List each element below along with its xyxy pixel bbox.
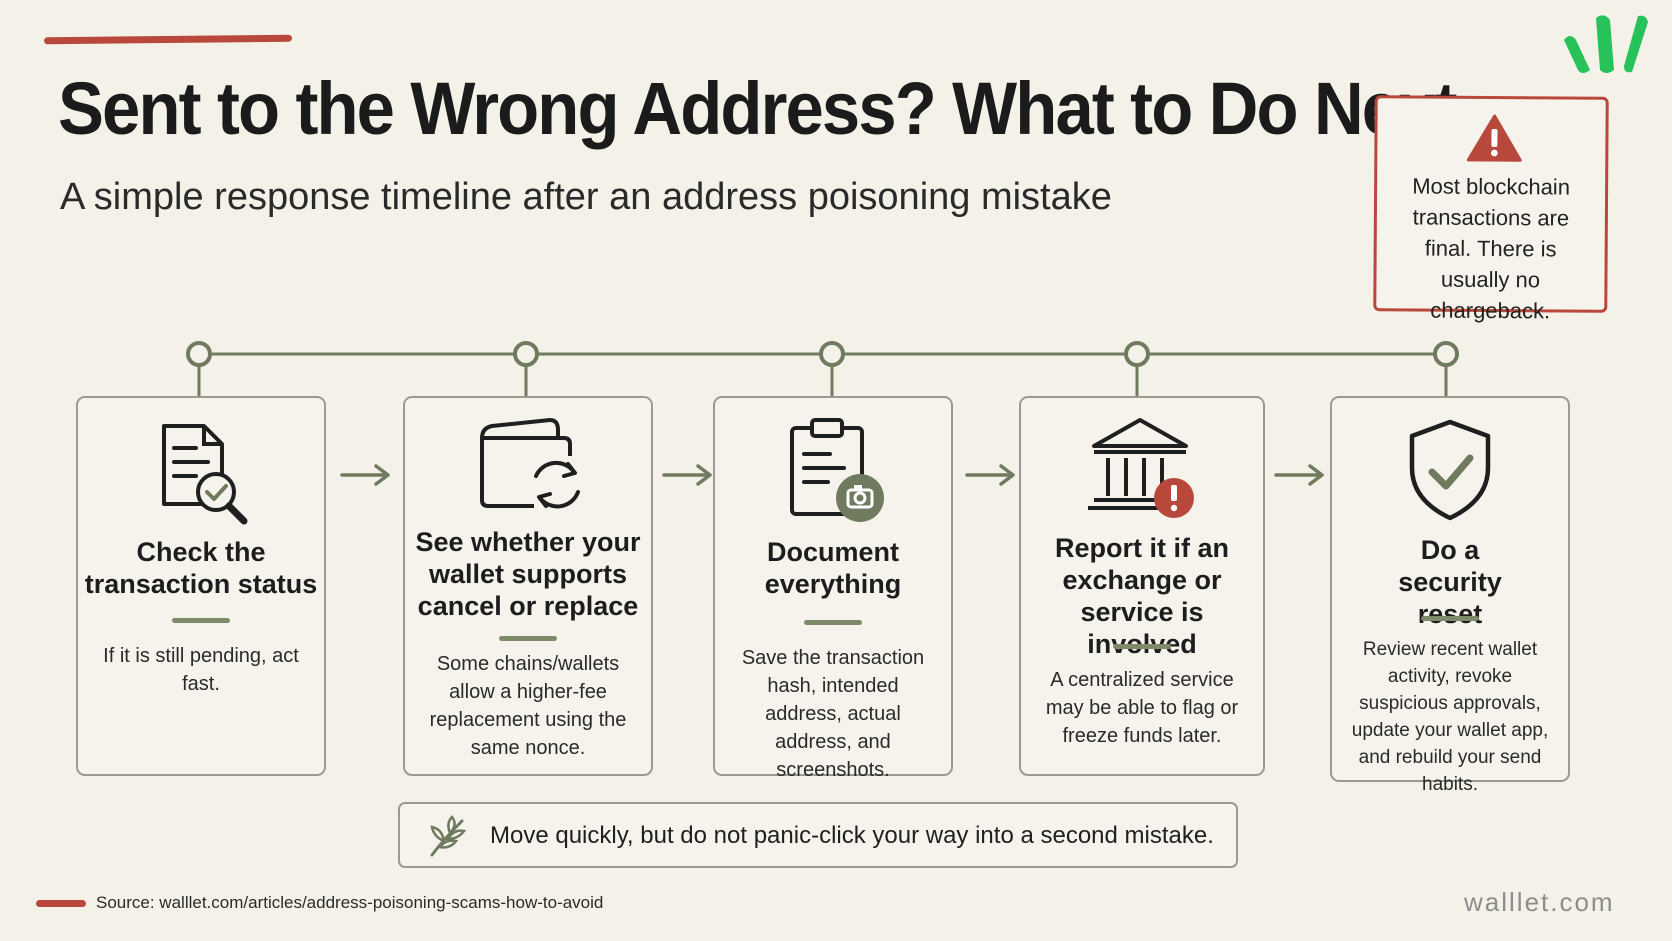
- step-description: A centralized service may be able to fla…: [1045, 669, 1239, 747]
- arrow-right-icon: [1274, 464, 1324, 486]
- step-card-3: Document everything Save the transaction…: [713, 396, 953, 781]
- arrow-right-icon: [662, 464, 712, 486]
- decorative-red-stroke: [43, 34, 293, 45]
- step-divider: [172, 618, 230, 623]
- step-description: Review recent wallet activity, revoke su…: [1351, 639, 1549, 795]
- shield-check-icon: [1409, 419, 1491, 521]
- page-subtitle: A simple response timeline after an addr…: [60, 176, 1112, 218]
- step-divider: [499, 636, 557, 641]
- timeline-connector: [186, 341, 1459, 396]
- finality-warning-box: Most blockchain transactions are final. …: [1373, 95, 1609, 323]
- timeline-node-5: [1433, 341, 1459, 367]
- step-divider: [1113, 644, 1171, 649]
- arrow-right-icon: [965, 464, 1015, 486]
- step-description: Save the transaction hash, intended addr…: [741, 647, 925, 781]
- decorative-red-stroke: [36, 900, 86, 907]
- timeline-node-3: [819, 341, 845, 367]
- step-card-2: See whether your wallet supports cancel …: [403, 396, 653, 776]
- step-divider: [1421, 616, 1479, 621]
- step-description: If it is still pending, act fast.: [103, 645, 299, 695]
- step-card-1: Check the transaction status If it is st…: [76, 396, 326, 776]
- page-title: Sent to the Wrong Address? What to Do Ne…: [58, 67, 1458, 150]
- step-card-5: Do a security reset Review recent wallet…: [1330, 396, 1570, 795]
- tip-box: Move quickly, but do not panic-click you…: [398, 802, 1238, 868]
- arrow-right-icon: [340, 464, 390, 486]
- timeline-node-4: [1124, 341, 1150, 367]
- step-title: Document everything: [764, 537, 902, 599]
- bank-alert-icon: [1088, 418, 1194, 518]
- step-title: Do a security reset: [1398, 535, 1502, 629]
- leaf-branch-icon: [430, 815, 467, 857]
- step-title: See whether your wallet supports cancel …: [415, 527, 641, 621]
- brand-wordmark: walllet.com: [1464, 887, 1615, 917]
- source-citation: Source: walllet.com/articles/address-poi…: [96, 893, 604, 912]
- brand-logo-icon: [1564, 15, 1648, 73]
- document-search-check-icon: [162, 424, 248, 525]
- step-title: Check the transaction status: [84, 537, 318, 599]
- step-card-4: Report it if an exchange or service is i…: [1019, 396, 1265, 776]
- timeline-node-2: [513, 341, 539, 367]
- step-title: Report it if an exchange or service is i…: [1055, 533, 1229, 659]
- wallet-refresh-icon: [480, 418, 580, 509]
- tip-text: Move quickly, but do not panic-click you…: [490, 822, 1214, 849]
- clipboard-camera-icon: [790, 418, 884, 522]
- warning-text: Most blockchain transactions are final. …: [1412, 173, 1571, 324]
- timeline-node-1: [186, 341, 212, 367]
- step-description: Some chains/wallets allow a higher-fee r…: [429, 653, 627, 759]
- warning-triangle-icon: [1466, 114, 1522, 162]
- step-divider: [804, 620, 862, 625]
